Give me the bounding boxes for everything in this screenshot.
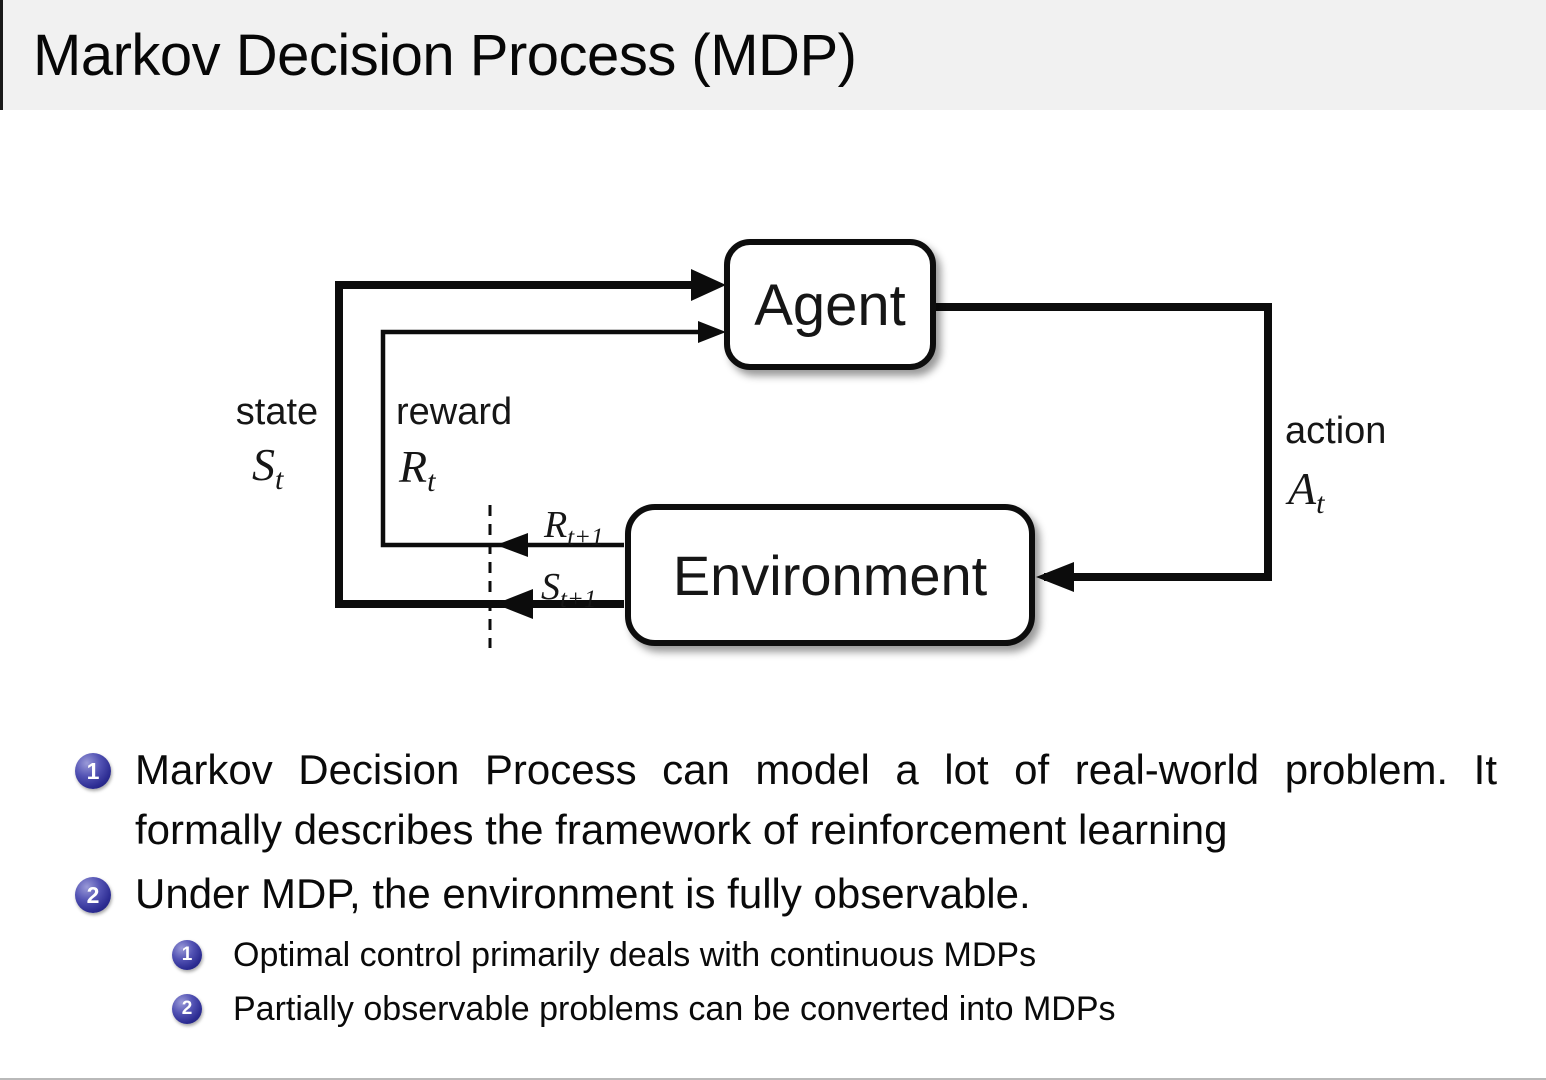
slide-body-list: 1 Markov Decision Process can model a lo…	[68, 740, 1502, 1036]
reward-label: reward	[396, 391, 512, 433]
action-label: action	[1285, 410, 1386, 452]
enumerate-ball-icon: 2	[172, 994, 202, 1024]
sub-list-item-text: Optimal control primarily deals with con…	[233, 936, 1037, 974]
enumerate-ball-icon: 1	[172, 940, 202, 970]
ball-number: 2	[181, 998, 193, 1019]
action-loop-line	[933, 303, 1272, 581]
list-item-text: Markov Decision Process can model a lot …	[135, 746, 1497, 853]
environment-label: Environment	[673, 544, 988, 607]
slide-title-bar: Markov Decision Process (MDP)	[0, 0, 1546, 110]
enumerate-ball-icon: 1	[75, 753, 111, 789]
action-arrowhead-icon	[1036, 562, 1074, 592]
state-symbol: St	[252, 439, 284, 496]
list-item-text: Under MDP, the environment is fully obse…	[135, 870, 1031, 917]
next-state-symbol: St+1	[541, 566, 596, 613]
action-symbol: At	[1285, 463, 1325, 520]
agent-box	[724, 239, 936, 370]
state-label: state	[236, 391, 318, 433]
agent-label: Agent	[754, 273, 906, 338]
sub-list-item: 2 Partially observable problems can be c…	[172, 982, 1502, 1036]
ball-number: 1	[86, 757, 100, 784]
ball-number: 1	[181, 944, 193, 965]
next-reward-symbol: Rt+1	[543, 504, 604, 551]
state-loop-line	[335, 281, 702, 608]
list-item: 2 Under MDP, the environment is fully ob…	[68, 864, 1502, 924]
sub-list-item: 1 Optimal control primarily deals with c…	[172, 928, 1502, 982]
ball-number: 2	[86, 881, 100, 908]
reward-arrowhead-icon	[698, 321, 726, 343]
rl-loop-diagram: Agent Environment state St reward Rt act…	[236, 239, 1386, 648]
state-arrowhead-icon	[691, 269, 726, 301]
next-state-arrowhead-icon	[495, 589, 533, 619]
enumerate-ball-icon: 2	[75, 877, 111, 913]
sub-list-item-text: Partially observable problems can be con…	[233, 990, 1116, 1028]
environment-box	[625, 504, 1035, 646]
sub-list: 1 Optimal control primarily deals with c…	[172, 928, 1502, 1036]
reward-symbol: Rt	[398, 441, 436, 498]
next-reward-arrowhead-icon	[496, 533, 528, 557]
list-item: 1 Markov Decision Process can model a lo…	[68, 740, 1502, 860]
page-title: Markov Decision Process (MDP)	[33, 22, 857, 88]
